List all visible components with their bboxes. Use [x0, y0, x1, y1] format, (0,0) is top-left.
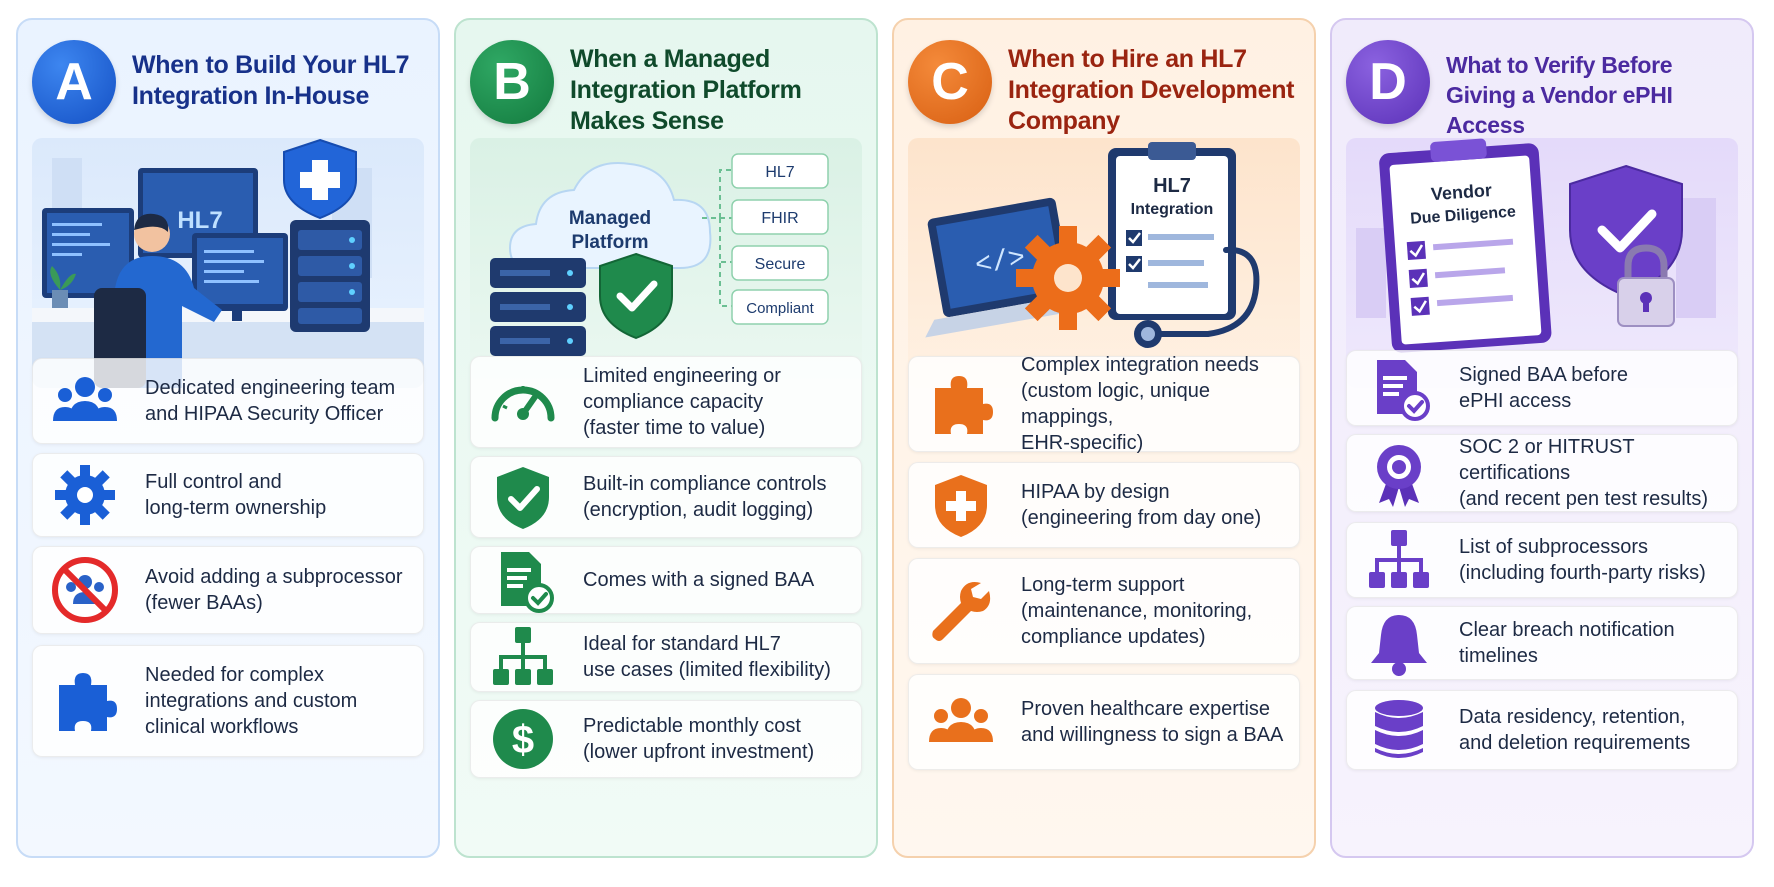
- tag-fhir: FHIR: [761, 210, 798, 227]
- bell-icon: [1371, 615, 1427, 676]
- list-item: Built-in compliance controls (encryption…: [470, 456, 862, 538]
- certificate-badge-icon: [1377, 445, 1421, 507]
- team-icon: [929, 698, 993, 742]
- column-managed-platform: B When a Managed Integration Platform Ma…: [454, 18, 878, 858]
- server-stack: [490, 258, 586, 356]
- list-item: Dedicated engineering team and HIPAA Sec…: [32, 358, 424, 444]
- illustration-hl7-label: HL7: [177, 207, 222, 234]
- wrench-icon: [932, 582, 991, 641]
- item-text: Predictable monthly cost (lower upfront …: [583, 715, 815, 763]
- puzzle-icon: [935, 376, 993, 434]
- cloud-label-line-2: Platform: [571, 232, 648, 253]
- item-text: Built-in compliance controls (encryption…: [583, 473, 827, 521]
- clipboard-label-line-1: Vendor: [1430, 180, 1492, 204]
- list-item: Limited engineering or compliance capaci…: [470, 356, 862, 448]
- tag-compliant: Compliant: [746, 300, 814, 317]
- signed-document-icon: [501, 552, 554, 613]
- list-item: Long-term support (maintenance, monitori…: [908, 558, 1300, 664]
- letter-badge: A: [32, 40, 116, 124]
- item-text: Long-term support (maintenance, monitori…: [1021, 574, 1253, 648]
- gear-icon: [55, 465, 115, 525]
- item-text: Dedicated engineering team and HIPAA Sec…: [145, 377, 396, 425]
- column-title: When to Build Your HL7 Integration In-Ho…: [132, 51, 410, 110]
- clipboard-label-line-1: HL7: [1153, 175, 1191, 197]
- column-header: B When a Managed Integration Platform Ma…: [468, 30, 866, 140]
- item-text: Data residency, retention, and deletion …: [1459, 706, 1691, 754]
- list-item: Complex integration needs (custom logic,…: [908, 354, 1300, 454]
- managed-platform-illustration: Managed Platform HL7 FHIR Secure Complia…: [470, 138, 862, 388]
- letter-badge: D: [1346, 40, 1430, 124]
- column-header: C When to Hire an HL7 Integration Develo…: [906, 30, 1304, 140]
- column-header: D What to Verify Before Giving a Vendor …: [1344, 30, 1742, 140]
- list-item: Clear breach notification timelines: [1346, 606, 1738, 680]
- item-text: Limited engineering or compliance capaci…: [583, 365, 781, 439]
- clipboard-label-line-2: Integration: [1131, 201, 1214, 218]
- item-text: Full control and long-term ownership: [145, 471, 327, 519]
- no-people-icon: [52, 557, 118, 623]
- list-item: HIPAA by design (engineering from day on…: [908, 462, 1300, 548]
- cloud-label-line-1: Managed: [569, 208, 651, 229]
- platform-tags: HL7 FHIR Secure Compliant: [731, 153, 829, 325]
- item-text: Clear breach notification timelines: [1459, 619, 1675, 667]
- list-item: Full control and long-term ownership: [32, 453, 424, 537]
- column-build-in-house: A When to Build Your HL7 Integration In-…: [16, 18, 440, 858]
- item-text: Proven healthcare expertise and willingn…: [1021, 698, 1284, 746]
- tag-secure: Secure: [755, 256, 806, 273]
- list-item: List of subprocessors (including fourth-…: [1346, 522, 1738, 598]
- puzzle-icon: [59, 673, 117, 731]
- item-text: List of subprocessors (including fourth-…: [1459, 536, 1706, 584]
- letter-badge: C: [908, 40, 992, 124]
- hierarchy-icon: [493, 627, 553, 685]
- developer-workstation-illustration: HL7: [32, 138, 424, 388]
- column-title: What to Verify Before Giving a Vendor eP…: [1446, 52, 1673, 138]
- database-icon: [1375, 700, 1423, 758]
- item-text: Signed BAA before ePHI access: [1459, 364, 1629, 412]
- vendor-due-diligence-illustration: Vendor Due Diligence: [1346, 138, 1738, 388]
- signed-document-icon: [1377, 360, 1430, 421]
- shield-plus-icon: [935, 475, 987, 537]
- svg-text:$: $: [512, 718, 534, 762]
- development-company-illustration: </> HL7 Integration: [908, 138, 1300, 388]
- team-icon: [53, 377, 117, 421]
- list-item: Avoid adding a subprocessor (fewer BAAs): [32, 546, 424, 634]
- column-header: A When to Build Your HL7 Integration In-…: [30, 30, 428, 140]
- list-item: Data residency, retention, and deletion …: [1346, 690, 1738, 770]
- list-item: Comes with a signed BAA: [470, 546, 862, 614]
- item-text: Complex integration needs (custom logic,…: [1021, 354, 1259, 454]
- shield-check-icon: [497, 467, 549, 529]
- letter-badge: B: [470, 40, 554, 124]
- hierarchy-icon: [1369, 530, 1429, 588]
- column-verify-vendor: D What to Verify Before Giving a Vendor …: [1330, 18, 1754, 858]
- column-hire-development-company: C When to Hire an HL7 Integration Develo…: [892, 18, 1316, 858]
- tag-hl7: HL7: [765, 164, 794, 181]
- list-item: SOC 2 or HITRUST certifications (and rec…: [1346, 434, 1738, 512]
- speedometer-icon: [491, 386, 555, 422]
- item-text: Comes with a signed BAA: [583, 569, 815, 591]
- item-text: HIPAA by design (engineering from day on…: [1021, 481, 1262, 529]
- list-item: Signed BAA before ePHI access: [1346, 350, 1738, 426]
- item-text: Avoid adding a subprocessor (fewer BAAs): [145, 566, 403, 614]
- item-text: Needed for complex integrations and cust…: [145, 664, 358, 738]
- item-text: Ideal for standard HL7 use cases (limite…: [583, 633, 831, 681]
- list-item: $ Predictable monthly cost (lower upfron…: [470, 700, 862, 778]
- list-item: Ideal for standard HL7 use cases (limite…: [470, 622, 862, 692]
- column-title: When a Managed Integration Platform Make…: [570, 45, 802, 135]
- list-item: Proven healthcare expertise and willingn…: [908, 674, 1300, 770]
- item-text: SOC 2 or HITRUST certifications (and rec…: [1459, 436, 1709, 510]
- dollar-icon: $: [493, 709, 553, 769]
- list-item: Needed for complex integrations and cust…: [32, 645, 424, 757]
- column-title: When to Hire an HL7 Integration Developm…: [1008, 45, 1295, 135]
